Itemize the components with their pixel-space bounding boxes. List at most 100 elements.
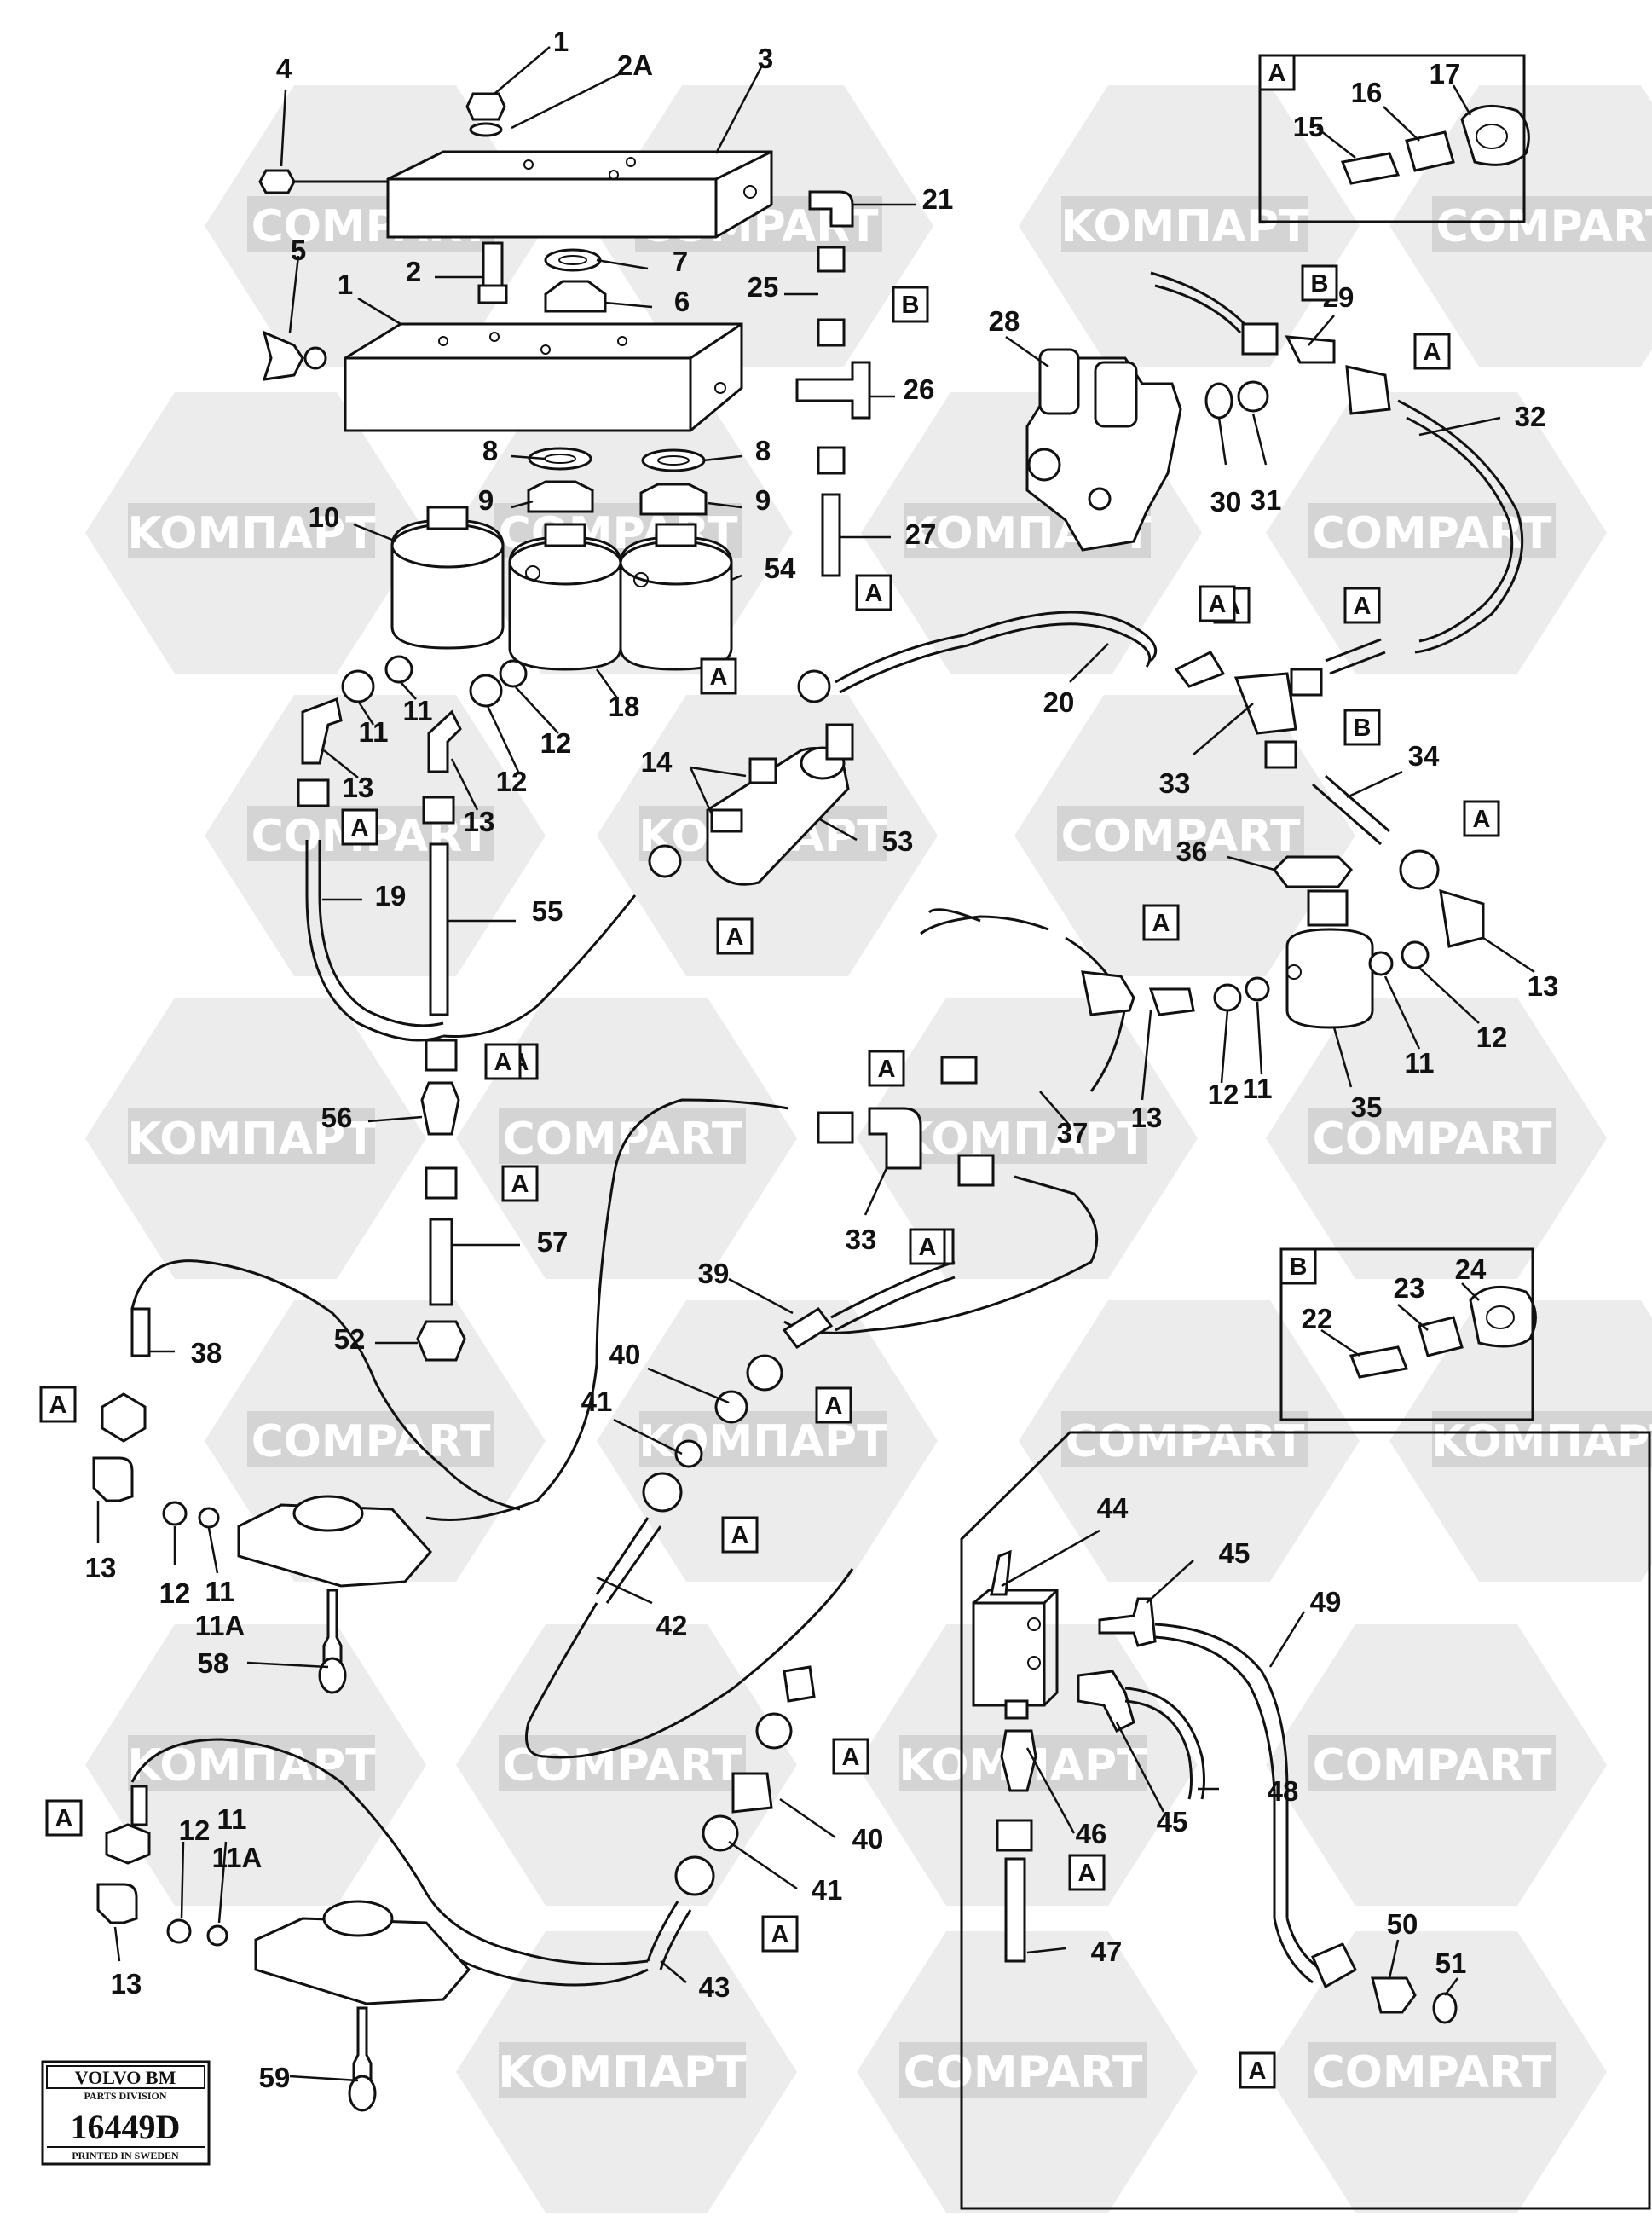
watermark-badge: KOMПAPT [597, 1300, 938, 1582]
inset-b-letter: B [1290, 1253, 1308, 1281]
callout-number: 8 [482, 435, 498, 466]
letter-tag-text: A [1152, 910, 1170, 937]
letter-tag-layer: ABBAABAAAAAAAAAAAAAAAAAAAAAA [39, 264, 1500, 2089]
letter-tag-text: A [731, 1522, 749, 1549]
watermark-badge: KOMПAPT [85, 998, 426, 1279]
watermark-badge: COMPART [1019, 1300, 1360, 1582]
letter-tag-text: A [1078, 1860, 1096, 1887]
callout-number: 12 [159, 1577, 191, 1609]
callout-number: 11A [195, 1610, 245, 1641]
callout-number: 14 [641, 746, 673, 778]
watermark-text: KOMПAPT [127, 508, 376, 559]
callout-number: 42 [656, 1610, 688, 1641]
letter-tag-text: A [771, 1921, 789, 1948]
callout-number: 12 [540, 727, 572, 759]
letter-tag-text: A [49, 1392, 67, 1419]
letter-tag-text: A [1424, 339, 1441, 366]
callout-number: 11 [403, 695, 433, 726]
watermark-badge: COMPART [1266, 1931, 1607, 2213]
watermark-badge: KOMПAPT [1389, 1300, 1652, 1582]
callout-number: 11A [212, 1842, 263, 1873]
letter-tag: A [1463, 800, 1500, 837]
callout-number: 15 [1293, 111, 1325, 142]
watermark-text: COMPART [1436, 201, 1652, 252]
watermark-badge: COMPART [1266, 1624, 1607, 1906]
letter-tag-text: B [1311, 270, 1329, 298]
callout-number: 9 [755, 484, 771, 516]
callout-number: 56 [321, 1102, 353, 1133]
callout-number: 7 [673, 246, 688, 277]
callout-number: 16 [1351, 77, 1383, 108]
watermark-text: COMPART [1313, 1114, 1552, 1165]
letter-tag: B [1343, 709, 1381, 746]
callout-number: 28 [989, 305, 1020, 337]
watermark-text: KOMПAPT [1060, 201, 1309, 252]
letter-tag: A [721, 1516, 759, 1554]
callout-number: 35 [1351, 1091, 1383, 1123]
letter-tag: A [761, 1915, 799, 1953]
inset-a-tag: A [1258, 54, 1296, 91]
callout-number: 59 [259, 2062, 291, 2093]
callout-number: 51 [1435, 1947, 1467, 1979]
watermark-text: COMPART [251, 1416, 491, 1467]
callout-number: 37 [1057, 1117, 1089, 1149]
inset-frames [960, 54, 1651, 2210]
volvo-bm-stamp: VOLVO BM PARTS DIVISION 16449D PRINTED I… [41, 2060, 211, 2166]
callout-number: 58 [198, 1647, 229, 1679]
watermark-badge: COMPART [1389, 85, 1652, 367]
callout-number: 3 [758, 43, 773, 74]
letter-tag-text: A [726, 923, 744, 951]
watermark-badge: COMPART [456, 1624, 797, 1906]
letter-tag-text: A [1249, 2057, 1267, 2085]
watermark-text: COMPART [1313, 1740, 1552, 1791]
callout-number: 1 [338, 269, 353, 300]
watermark-text: COMPART [503, 1740, 742, 1791]
callout-number: 13 [85, 1552, 117, 1583]
letter-tag-text: A [511, 1171, 529, 1198]
callout-number: 40 [852, 1823, 884, 1855]
callout-number: 17 [1430, 58, 1461, 90]
letter-tag: A [1239, 2051, 1276, 2089]
inset-b-tag: B [1279, 1247, 1317, 1285]
watermark-text: KOMПAPT [1431, 1416, 1652, 1467]
callout-number: 5 [291, 234, 306, 266]
letter-tag: A [855, 574, 892, 611]
stamp-number: 16449D [71, 2108, 181, 2146]
callout-number: 11 [359, 716, 389, 748]
letter-tag-text: A [494, 1049, 512, 1076]
letter-tag: A [1413, 333, 1451, 370]
callout-number: 39 [698, 1258, 730, 1289]
part-drawings [92, 92, 1537, 2112]
letter-tag-text: A [1354, 593, 1372, 620]
callout-number: 13 [1528, 970, 1559, 1002]
callout-number: 13 [464, 806, 495, 837]
callout-number: 11 [1243, 1073, 1273, 1104]
callout-number: 44 [1097, 1492, 1129, 1524]
callout-number: 19 [375, 880, 407, 911]
callout-number: 55 [532, 895, 563, 927]
letter-tag: A [700, 657, 737, 695]
watermark-text: KOMПAPT [127, 1114, 376, 1165]
watermark-badge: KOMПAPT [85, 392, 426, 674]
callout-number: 26 [904, 373, 935, 405]
letter-tag-text: A [919, 1234, 937, 1261]
letter-tag: A [716, 917, 754, 955]
callout-number: 54 [765, 553, 796, 584]
callout-number: 12 [1476, 1021, 1508, 1053]
callout-number: 11 [205, 1576, 235, 1607]
letter-tag-text: A [351, 814, 369, 842]
callout-number: 13 [343, 772, 374, 803]
letter-tag-text: A [878, 1056, 896, 1083]
stamp-division: PARTS DIVISION [84, 2090, 166, 2102]
callout-number: 45 [1157, 1806, 1188, 1837]
watermark-badge: KOMПAPT [85, 1624, 426, 1906]
stamp-brand: VOLVO BM [75, 2067, 176, 2088]
callout-number: 2A [617, 49, 653, 81]
callout-number: 11 [1405, 1047, 1435, 1079]
callout-number: 49 [1310, 1586, 1342, 1617]
callout-number: 24 [1455, 1253, 1487, 1285]
callout-number: 1 [553, 26, 569, 57]
letter-tag-text: A [865, 580, 883, 607]
callout-number: 50 [1387, 1908, 1418, 1940]
callout-number: 12 [496, 766, 528, 797]
